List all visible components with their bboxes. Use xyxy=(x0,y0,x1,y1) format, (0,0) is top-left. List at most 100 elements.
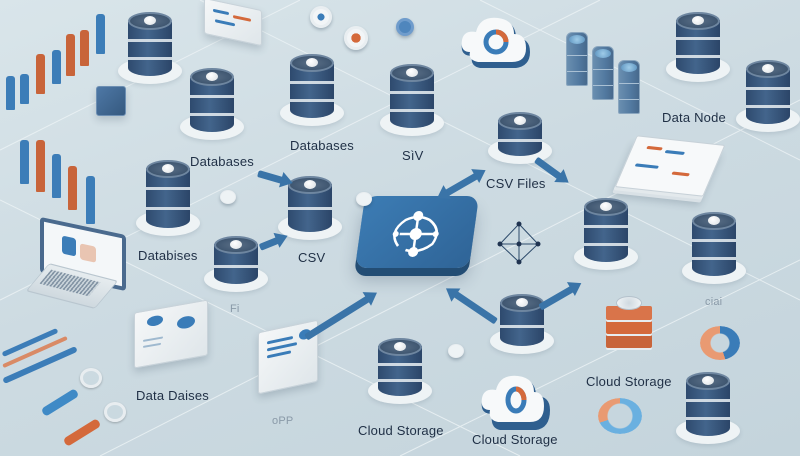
blob-icon xyxy=(177,314,195,330)
bar xyxy=(86,176,95,224)
stripe xyxy=(267,350,291,359)
db-ring xyxy=(390,91,434,94)
db-dot xyxy=(394,342,406,351)
db-ring xyxy=(584,225,628,228)
stack-lid xyxy=(616,296,642,310)
network-nodes-icon xyxy=(392,211,439,257)
tool-ring xyxy=(80,368,102,388)
tower-cap xyxy=(595,49,611,58)
tower-cap xyxy=(569,35,585,44)
db-ring xyxy=(214,265,258,268)
database-icon xyxy=(380,64,444,136)
user-coin-icon xyxy=(396,18,414,36)
db-ring xyxy=(584,243,628,246)
db-dot xyxy=(306,58,318,67)
db-body xyxy=(190,78,234,132)
tower-line xyxy=(567,71,587,72)
bar xyxy=(36,140,45,192)
link-coin-icon xyxy=(356,192,372,206)
db-ring xyxy=(390,109,434,112)
db-ring xyxy=(128,57,172,60)
label-sv: SìV xyxy=(402,148,424,163)
stripe xyxy=(671,171,690,177)
stack-layer xyxy=(606,306,652,320)
db-body xyxy=(746,70,790,124)
db-ring xyxy=(146,187,190,190)
stripe xyxy=(143,342,161,348)
tower-line xyxy=(619,99,639,100)
donut-chart-icon xyxy=(700,326,740,360)
tower-line xyxy=(567,55,587,56)
db-ring xyxy=(686,417,730,420)
database-icon xyxy=(368,338,432,404)
stripe xyxy=(143,336,163,342)
bar xyxy=(68,166,77,210)
coin-icon-blue xyxy=(310,6,332,28)
db-ring xyxy=(692,257,736,260)
label-data-node: Data Node xyxy=(662,110,726,125)
database-icon xyxy=(204,236,268,292)
db-body xyxy=(290,64,334,118)
label-ciai: ciai xyxy=(705,296,723,308)
label-databases-top: Databases xyxy=(290,138,354,153)
label-cloud-storage-3: Cloud Storage xyxy=(472,432,558,447)
bar xyxy=(20,140,29,184)
central-hub[interactable] xyxy=(354,196,480,268)
db-dot xyxy=(206,72,218,81)
database-icon xyxy=(488,112,552,164)
db-ring xyxy=(746,87,790,90)
server-tower xyxy=(618,60,640,114)
db-body xyxy=(390,74,434,128)
db-body xyxy=(692,222,736,276)
db-ring xyxy=(498,139,542,142)
database-icon xyxy=(180,68,244,140)
db-ring xyxy=(378,379,422,382)
bar xyxy=(6,76,15,110)
db-ring xyxy=(746,105,790,108)
database-icon xyxy=(490,294,554,354)
db-ring xyxy=(500,325,544,328)
db-dot xyxy=(162,164,174,173)
database-icon xyxy=(682,212,746,284)
label-csv-files: CSV Files xyxy=(486,176,546,191)
db-dot xyxy=(762,64,774,73)
stripe xyxy=(213,8,229,16)
bar xyxy=(36,54,45,94)
label-databises: Databises xyxy=(138,248,198,263)
db-dot xyxy=(406,68,418,77)
db-ring xyxy=(692,239,736,242)
stripe xyxy=(634,163,660,169)
db-body xyxy=(128,22,172,76)
link-coin-icon xyxy=(448,344,464,358)
tower-cap xyxy=(621,63,637,72)
label-opp: οPP xyxy=(272,415,294,427)
tower-line xyxy=(593,85,613,86)
stripe xyxy=(664,149,686,156)
server-tower xyxy=(592,46,614,100)
database-icon xyxy=(280,54,344,126)
db-ring xyxy=(190,113,234,116)
label-databases-left: Databases xyxy=(190,154,254,169)
tool-ring xyxy=(104,402,126,422)
label-cloud-storage-2: Cloud Storage xyxy=(586,374,672,389)
bar xyxy=(96,14,105,54)
dice-cube-icon xyxy=(96,86,126,116)
db-ring xyxy=(290,81,334,84)
label-data-daises: Data Daises xyxy=(136,388,210,403)
db-ring xyxy=(290,99,334,102)
db-dot xyxy=(144,16,156,25)
db-dot xyxy=(702,376,714,385)
database-icon xyxy=(136,160,200,236)
bar xyxy=(52,154,61,198)
link-coin-icon xyxy=(220,190,236,204)
db-ring xyxy=(676,55,720,58)
database-icon xyxy=(676,372,740,444)
tower-line xyxy=(593,69,613,70)
database-icon xyxy=(278,176,342,240)
tower-line xyxy=(619,83,639,84)
db-dot xyxy=(600,202,612,211)
label-fi: Fi xyxy=(230,303,240,315)
bar xyxy=(52,50,61,84)
bar xyxy=(80,30,89,66)
